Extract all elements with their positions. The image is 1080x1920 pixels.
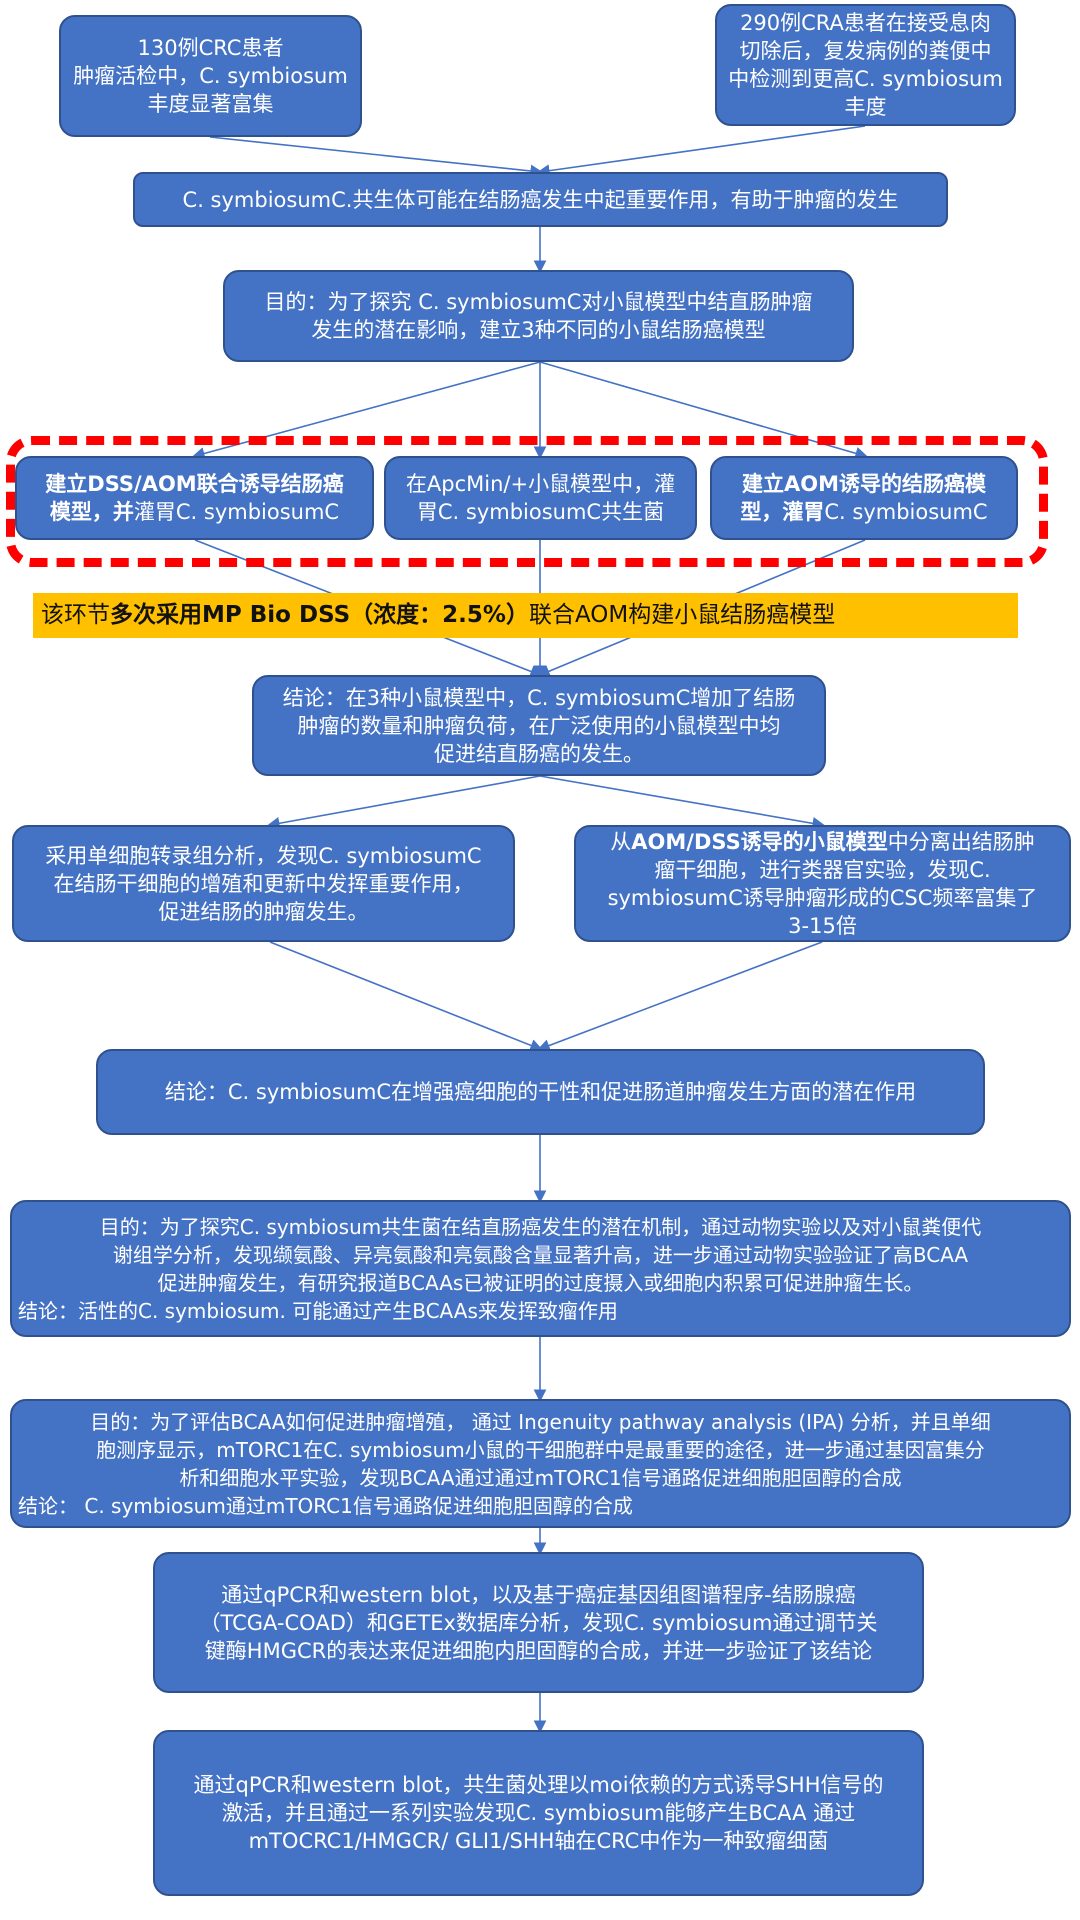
bold-text: 多次采用MP Bio DSS（浓度：2.5%）: [110, 602, 529, 628]
line: 丰度: [844, 95, 887, 119]
line: 3-15倍: [788, 913, 857, 938]
dss-note-banner: 该环节多次采用MP Bio DSS（浓度：2.5%）联合AOM构建小鼠结肠癌模型: [33, 593, 1018, 638]
line: 在ApcMin/+小鼠模型中，灌: [405, 472, 676, 496]
text: 该环节: [41, 602, 110, 628]
line: 发生的潜在影响，建立3种不同的小鼠结肠癌模型: [311, 318, 766, 342]
arrow: [539, 361, 869, 460]
arrow: [269, 941, 543, 1052]
bold-text: AOM/DSS诱导的小鼠模型: [631, 829, 888, 854]
line: 通过qPCR和western blot，以及基于癌症基因组图谱程序-结肠腺癌: [221, 1582, 856, 1607]
line: 目的：为了评估BCAA如何促进肿瘤增殖， 通过 Ingenuity pathwa…: [90, 1409, 991, 1434]
line: 建立DSS/AOM联合诱导结肠癌: [45, 472, 344, 496]
apcmin-model-box: 在ApcMin/+小鼠模型中，灌 胃C. symbiosumC共生菌: [384, 456, 697, 540]
hypothesis-box: C. symbiosumC.共生体可能在结肠癌发生中起重要作用，有助于肿瘤的发生: [133, 172, 948, 227]
line: 丰度显著富集: [147, 92, 274, 116]
text: 联合AOM构建小鼠结肠癌模型: [528, 602, 836, 628]
mtorc1-box: 目的：为了评估BCAA如何促进肿瘤增殖， 通过 Ingenuity pathwa…: [10, 1399, 1071, 1528]
line: 促进肿瘤发生，有研究报道BCAAs已被证明的过度摄入或细胞内积累可促进肿瘤生长。: [157, 1270, 924, 1295]
line: 采用单细胞转录组分析，发现C. symbiosumC: [45, 843, 482, 868]
arrow: [539, 775, 826, 830]
bold-text: 模型，并: [49, 500, 134, 524]
line: mTOCRC1/HMGCR/ GLI1/SHH轴在CRC中作为一种致瘤细菌: [248, 1829, 829, 1853]
line: 在结肠干细胞的增殖和更新中发挥重要作用，: [53, 871, 474, 896]
cra-recurrence-box: 290例CRA患者在接受息肉 切除后，复发病例的粪便中 中检测到更高C. sym…: [715, 4, 1016, 126]
arrow: [209, 136, 544, 178]
bcaa-mechanism-box: 目的：为了探究C. symbiosum共生菌在结直肠癌发生的潜在机制，通过动物实…: [10, 1200, 1071, 1337]
text: C. symbiosumC: [824, 500, 988, 524]
text: 从: [610, 829, 632, 854]
organoid-box: 从AOM/DSS诱导的小鼠模型中分离出结肠肿 瘤干细胞，进行类器官实验，发现C.…: [574, 825, 1071, 942]
line: 瘤干细胞，进行类器官实验，发现C.: [654, 857, 991, 882]
line: 中检测到更高C. symbiosum: [728, 67, 1003, 91]
line: 130例CRC患者: [137, 36, 284, 60]
line: 胞测序显示，mTORC1在C. symbiosum小鼠的干细胞群中是最重要的途径…: [96, 1437, 985, 1462]
text: 灌胃C. symbiosumC: [133, 500, 340, 524]
line: 促进结直肠癌的发生。: [434, 741, 644, 766]
line: 结论：活性的C. symbiosum. 可能通过产生BCAAs来发挥致瘤作用: [18, 1298, 618, 1323]
line: 290例CRA患者在接受息肉: [740, 11, 991, 35]
line: C. symbiosumC.共生体可能在结肠癌发生中起重要作用，有助于肿瘤的发生: [182, 187, 899, 212]
single-cell-box: 采用单细胞转录组分析，发现C. symbiosumC 在结肠干细胞的增殖和更新中…: [12, 825, 515, 942]
aom-model-box: 建立AOM诱导的结肠癌模 型，灌胃C. symbiosumC: [710, 456, 1018, 540]
conclusion-stemness-box: 结论：C. symbiosumC在增强癌细胞的干性和促进肠道肿瘤发生方面的潜在作…: [96, 1049, 985, 1135]
shh-signaling-box: 通过qPCR和western blot，共生菌处理以moi依赖的方式诱导SHH信…: [153, 1730, 924, 1896]
line: 建立AOM诱导的结肠癌模: [741, 472, 986, 496]
arrow: [191, 361, 541, 460]
line: 肿瘤活检中，C. symbiosum: [73, 64, 348, 88]
line: 结论： C. symbiosum通过mTORC1信号通路促进细胞胆固醇的合成: [18, 1493, 633, 1518]
line: 切除后，复发病例的粪便中: [739, 39, 992, 63]
arrow: [537, 941, 823, 1052]
objective-models-box: 目的：为了探究 C. symbiosumC对小鼠模型中结直肠肿瘤 发生的潜在影响…: [223, 270, 854, 362]
line: 键酶HMGCR的表达来促进细胞内胆固醇的合成，并进一步验证了该结论: [204, 1638, 873, 1663]
line: （TCGA-COAD）和GETEx数据库分析，发现C. symbiosum通过调…: [199, 1610, 878, 1635]
bold-text: 型，灌胃: [740, 500, 825, 524]
line: 目的：为了探究C. symbiosum共生菌在结直肠癌发生的潜在机制，通过动物实…: [99, 1214, 982, 1239]
line: 谢组学分析，发现缬氨酸、异亮氨酸和亮氨酸含量显著升高，进一步通过动物实验验证了高…: [112, 1242, 969, 1267]
line: 激活，并且通过一系列实验发现C. symbiosum能够产生BCAA 通过: [221, 1801, 856, 1825]
line: 结论：在3种小鼠模型中，C. symbiosumC增加了结肠: [282, 685, 796, 710]
arrow: [536, 125, 866, 177]
line: 析和细胞水平实验，发现BCAA通过通过mTORC1信号通路促进细胞胆固醇的合成: [179, 1465, 902, 1490]
line: 胃C. symbiosumC共生菌: [416, 500, 665, 524]
hmgcr-box: 通过qPCR和western blot，以及基于癌症基因组图谱程序-结肠腺癌 （…: [153, 1552, 924, 1693]
line: 肿瘤的数量和肿瘤负荷，在广泛使用的小鼠模型中均: [297, 713, 781, 738]
text: 中分离出结肠肿: [887, 829, 1035, 854]
conclusion-models-box: 结论：在3种小鼠模型中，C. symbiosumC增加了结肠 肿瘤的数量和肿瘤负…: [252, 675, 826, 776]
crc-biopsy-box: 130例CRC患者 肿瘤活检中，C. symbiosum 丰度显著富集: [59, 15, 362, 137]
line: 结论：C. symbiosumC在增强癌细胞的干性和促进肠道肿瘤发生方面的潜在作…: [164, 1080, 917, 1104]
dss-aom-model-box: 建立DSS/AOM联合诱导结肠癌 模型，并灌胃C. symbiosumC: [15, 456, 374, 540]
line: symbiosumC诱导肿瘤形成的CSC频率富集了: [607, 885, 1038, 910]
arrow: [266, 775, 541, 830]
line: 促进结肠的肿瘤发生。: [158, 899, 369, 924]
line: 目的：为了探究 C. symbiosumC对小鼠模型中结直肠肿瘤: [264, 290, 813, 314]
line: 通过qPCR和western blot，共生菌处理以moi依赖的方式诱导SHH信…: [193, 1773, 884, 1797]
